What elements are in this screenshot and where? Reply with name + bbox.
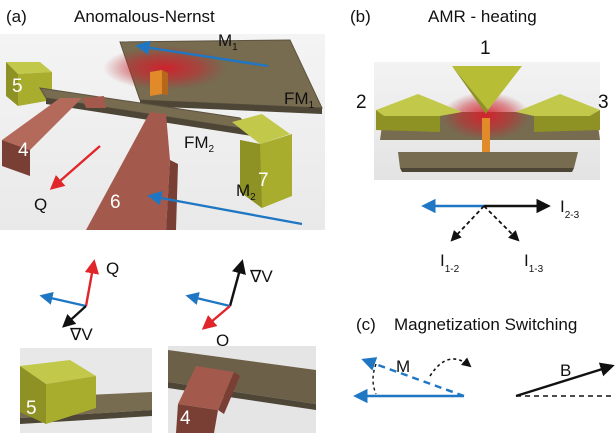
inset-left-grad-arrow [62, 305, 87, 328]
panel-a-title: Anomalous-Nernst [74, 7, 215, 26]
i23-label: I2-3 [560, 197, 580, 221]
panel-b: (b) AMR - heating 1 2 3 I2-3 I1-2 I1- [350, 7, 609, 275]
inset-left-contact-side [46, 376, 96, 424]
panel-c-title: Magnetization Switching [394, 315, 577, 334]
contact-4-front [2, 140, 30, 176]
heat-spot-a [103, 46, 227, 90]
inset-right-contact-label: 4 [180, 408, 191, 429]
i13-label: I1-3 [524, 251, 544, 275]
contact-2-front [376, 110, 440, 132]
contact-7-top [232, 114, 290, 144]
inset-left-grad-label: ∇V [69, 325, 93, 344]
fm2-label: FM2 [184, 133, 215, 155]
contact-3-front [534, 110, 600, 132]
inset-right-grad-label: ∇V [249, 267, 273, 286]
fm1-strip-edge [140, 100, 322, 114]
panel-c-tag: (c) [356, 315, 376, 334]
m2-label: M2 [236, 181, 256, 203]
contact-5-front [6, 62, 18, 106]
contact-5-top [6, 62, 52, 74]
inset-right-strip [168, 350, 316, 404]
inset-left-vectors: Q ∇V [39, 259, 119, 344]
inset-right-device: 4 [168, 346, 316, 433]
contact-1-shade [452, 66, 488, 114]
contact-6-label: 6 [110, 192, 121, 213]
contact-4-bridge [82, 96, 106, 108]
pillar-a [150, 70, 162, 96]
contact-4-label: 4 [18, 140, 29, 161]
c-m-label: M [396, 357, 410, 376]
pillar-a-side [162, 70, 168, 95]
panel-b-tag: (b) [350, 7, 371, 26]
inset-right-m-arrow [185, 292, 231, 308]
heat-spot-b [442, 92, 530, 140]
q-arrow [49, 145, 101, 190]
contact-4-top [2, 98, 82, 150]
device-b-lower-strip [398, 152, 578, 168]
m1-arrow [135, 40, 269, 68]
panel-c: (c) Magnetization Switching M B [353, 315, 615, 404]
contact-7-label: 7 [258, 170, 269, 191]
c-rotation-arrow [429, 357, 472, 377]
inset-right-grad-arrow [228, 259, 246, 307]
panel-b-title: AMR - heating [428, 7, 537, 26]
inset-left-contact-top [20, 360, 96, 384]
device-b-lower-strip-edge [400, 168, 574, 172]
c-b-label: B [560, 361, 571, 380]
inset-right-contact-front [176, 404, 218, 433]
panel-a: (a) Anomalous-Nernst M1 [0, 7, 325, 230]
inset-left-contact-label: 5 [26, 398, 37, 419]
contact-5-label: 5 [12, 76, 23, 97]
c-b-arrow [515, 362, 615, 398]
m2-arrow [147, 191, 303, 226]
i12-label: I1-2 [440, 251, 460, 275]
c-angle-arc [372, 363, 377, 395]
inset-left-contact-front [20, 366, 46, 424]
contact-6-side [166, 160, 178, 230]
inset-right-vectors: ∇V Q [185, 259, 273, 350]
inset-left-q-label: Q [106, 259, 119, 278]
pillar-b [482, 118, 490, 160]
i13-arrow [483, 205, 520, 242]
contact-2-top [376, 94, 462, 116]
contact-1-label: 1 [480, 38, 491, 59]
contact-5-side [18, 72, 52, 106]
q-label: Q [34, 195, 47, 214]
contact-2-label: 2 [356, 92, 367, 113]
fm1-label: FM1 [284, 89, 315, 111]
inset-right-q-arrow [201, 305, 231, 330]
c-m-dashed-arrow [361, 357, 465, 398]
inset-left-device: 5 [20, 348, 152, 433]
contact-7-side [240, 140, 262, 208]
contact-3-top [516, 94, 600, 116]
panel-a-tag: (a) [6, 7, 27, 26]
contact-1-top [452, 66, 522, 110]
inset-left-m-arrow [39, 291, 87, 308]
i12-arrow [450, 205, 485, 242]
contact-3-label: 3 [598, 92, 609, 113]
inset-left-q-arrow [84, 259, 100, 307]
inset-right-contact-top [178, 366, 234, 410]
inset-right-contact-side [218, 372, 240, 414]
inset-right-q-label: Q [216, 331, 229, 350]
m1-label: M1 [218, 31, 238, 53]
